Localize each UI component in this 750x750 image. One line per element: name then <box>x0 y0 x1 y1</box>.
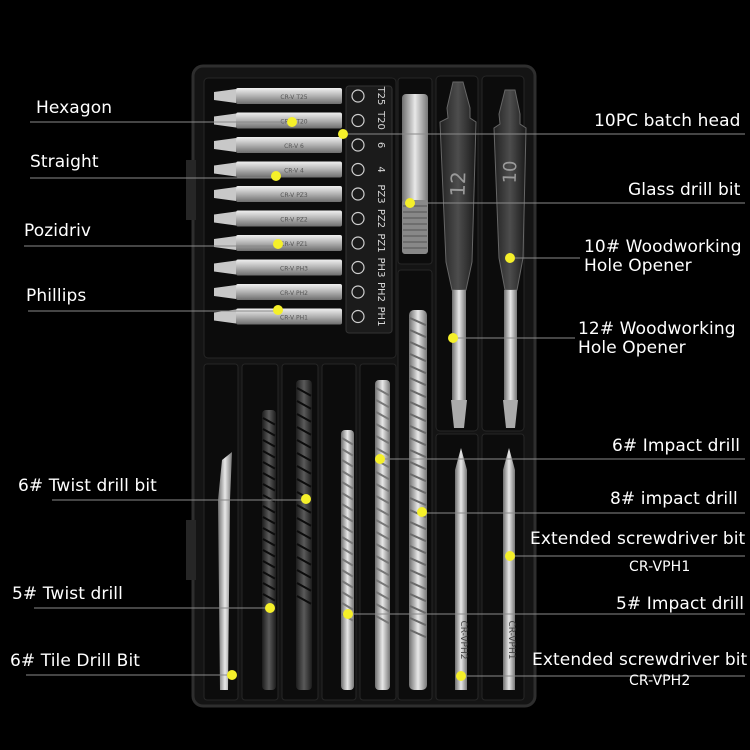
impact-drill-8 <box>409 310 427 690</box>
leader-lines <box>24 121 745 677</box>
screwdriver-bit: CR-V PH2 PH2 <box>214 282 386 302</box>
bit-type-icon <box>351 309 365 324</box>
bit-type-icon <box>351 187 365 201</box>
label-ext1: Extended screwdriver bit <box>530 529 746 549</box>
impact-drill-5 <box>341 430 354 690</box>
label-straight: Straight <box>30 152 99 172</box>
extended-screwdriver-bit-ph2: CR-VPH2 <box>455 448 468 690</box>
bit-marking: CR-V PH1 <box>280 315 308 322</box>
bit-type-icon <box>351 138 365 152</box>
bit-code: T25 <box>375 86 386 106</box>
bit-type-icon <box>351 260 365 275</box>
spade-size-12: 12 <box>446 171 471 197</box>
twist-drill-bit-6 <box>296 380 312 690</box>
screwdriver-bit: CR-V 4 4 <box>214 161 386 178</box>
twist-drill-5 <box>262 410 276 690</box>
screwdriver-bit: CR-V PZ2 PZ2 <box>214 209 386 228</box>
label-impact8: 8# impact drill <box>610 489 738 509</box>
screwdriver-bit: CR-V PH1 PH1 <box>214 307 386 327</box>
bit-marking: CR-V PZ3 <box>280 192 308 199</box>
label-hexagon: Hexagon <box>36 98 113 118</box>
bit-code: PZ3 <box>375 184 386 203</box>
wood-hole-opener-10: 10 <box>493 89 527 428</box>
label-ext2: Extended screwdriver bit <box>532 650 748 670</box>
bit-marking: CR-V 4 <box>284 168 304 175</box>
bit-code: 6 <box>375 142 386 148</box>
tile-drill-bit-6 <box>218 452 232 690</box>
label-impact6: 6# Impact drill <box>612 436 741 456</box>
bit-code: PZ1 <box>375 233 386 252</box>
bit-type-icon <box>351 211 365 226</box>
label-ext1-code: CR-VPH1 <box>629 559 691 575</box>
bit-type-icon <box>351 236 365 250</box>
screwdriver-bit: CR-V PH3 PH3 <box>214 258 386 278</box>
bit-marking: CR-V PH2 <box>280 290 308 297</box>
bit-code: PH2 <box>375 282 386 302</box>
bit-code: 4 <box>375 166 386 172</box>
screwdriver-bit: CR-V PZ3 PZ3 <box>214 184 386 204</box>
bit-code: PZ2 <box>375 209 386 228</box>
bit-code: T20 <box>375 110 386 130</box>
label-batch-head: 10PC batch head <box>594 111 741 131</box>
label-wood12-line2: Hole Opener <box>578 338 686 358</box>
bit-code: PH3 <box>375 258 386 278</box>
glass-drill-bit <box>402 94 428 254</box>
label-ext2-code: CR-VPH2 <box>629 673 691 689</box>
bit-type-icon <box>351 113 365 128</box>
label-impact5: 5# Impact drill <box>616 594 745 614</box>
label-twist6: 6# Twist drill bit <box>18 476 157 496</box>
bit-holder-strip <box>345 85 393 334</box>
label-wood10-line2: Hole Opener <box>584 256 692 276</box>
label-twist5: 5# Twist drill <box>12 584 123 604</box>
bit-code: PH1 <box>375 307 386 327</box>
spade-size-10: 10 <box>500 160 522 184</box>
bit-type-icon <box>351 89 365 103</box>
label-wood10-line1: 10# Woodworking <box>584 237 742 257</box>
label-tile6: 6# Tile Drill Bit <box>10 651 141 671</box>
bit-marking: CR-V PH3 <box>280 266 308 273</box>
bit-marking: CR-V PZ2 <box>280 217 308 224</box>
impact-drill-6 <box>375 380 390 690</box>
label-glass-drill: Glass drill bit <box>628 180 741 200</box>
bit-marking: CR-V 6 <box>284 143 304 150</box>
bit-marking: CR-V PZ1 <box>280 241 308 248</box>
ext-marking-ph2: CR-VPH2 <box>458 621 468 660</box>
marker-dots <box>227 117 515 681</box>
bit-type-icon <box>351 162 365 177</box>
bit-type-icon <box>351 285 365 299</box>
screwdriver-bit: CR-V T25 T25 <box>214 86 386 106</box>
extended-screwdriver-bit-ph1: CR-VPH1 <box>503 448 516 690</box>
bit-marking: CR-V T25 <box>280 94 307 101</box>
label-pozidriv: Pozidriv <box>24 221 92 241</box>
label-wood12-line1: 12# Woodworking <box>578 319 736 339</box>
label-phillips: Phillips <box>26 286 87 306</box>
ext-marking-ph1: CR-VPH1 <box>506 621 516 660</box>
screwdriver-bit: CR-V 6 6 <box>214 137 386 153</box>
